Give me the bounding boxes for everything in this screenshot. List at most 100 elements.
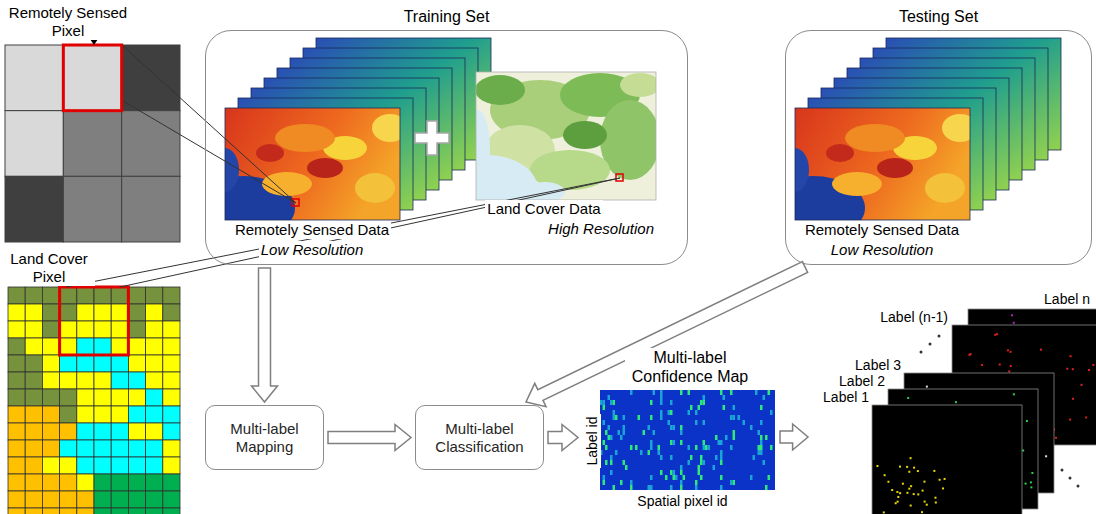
grid-cell	[5, 45, 63, 111]
grid-cell	[8, 423, 25, 440]
heatmap-cell	[670, 455, 673, 460]
label-pixel	[884, 474, 886, 476]
grid-cell	[111, 287, 128, 304]
heatmap-cell	[638, 415, 641, 420]
heatmap-cell	[743, 420, 746, 425]
heatmap-cell	[670, 470, 673, 475]
grid-cell	[25, 508, 42, 514]
heatmap-cell	[653, 390, 656, 395]
heatmap-cell	[770, 410, 773, 415]
heatmap-cell	[733, 430, 736, 435]
heatmap-cell	[660, 390, 663, 395]
grid-cell	[42, 321, 59, 338]
heatmap-cell	[765, 485, 768, 490]
grid-cell	[146, 406, 163, 423]
grid-cell	[8, 321, 25, 338]
grid-cell	[111, 338, 128, 355]
label-pixel	[999, 364, 1001, 366]
heatmap-cell	[673, 475, 676, 480]
grid-cell	[77, 474, 94, 491]
label-pixel	[942, 487, 944, 489]
heatmap-cell	[608, 395, 611, 400]
land-cover-grid-cells	[8, 287, 180, 514]
ellipsis-dot	[1069, 477, 1072, 480]
map-region	[620, 73, 656, 97]
grid-cell	[128, 474, 145, 491]
grid-cell	[122, 45, 180, 111]
heatmap-cell	[763, 460, 766, 465]
grid-cell	[94, 389, 111, 406]
ellipsis-dot	[920, 351, 923, 354]
grid-cell	[42, 457, 59, 474]
grid-cell	[111, 457, 128, 474]
leader-line	[120, 178, 620, 287]
grid-cell	[60, 491, 77, 508]
label-map-layers	[872, 309, 1096, 514]
heatmap-cell	[688, 460, 691, 465]
heatmap-cell	[765, 435, 768, 440]
location-marker	[616, 174, 623, 181]
heatmap-cell	[620, 435, 623, 440]
label-pixel	[968, 354, 970, 356]
heatmap-cell	[760, 435, 763, 440]
grid-cell	[128, 491, 145, 508]
label-pixel	[1085, 416, 1087, 418]
heatmap-cell	[610, 400, 613, 405]
heatmap-cell	[673, 440, 676, 445]
axis-label: Spatial pixel id	[635, 493, 729, 510]
grid-cell	[163, 423, 180, 440]
grid-cell	[77, 372, 94, 389]
heatmap-cell	[660, 395, 663, 400]
heatmap-cell	[648, 450, 651, 455]
grid-cell	[163, 389, 180, 406]
image-stack: Remotely Sensed DataLow Resolution	[222, 104, 402, 260]
map-region	[372, 114, 400, 142]
grid-cell	[111, 355, 128, 372]
label-pixel	[1072, 398, 1074, 400]
grid-cell	[146, 491, 163, 508]
heatmap-cell	[630, 445, 633, 450]
layer-label: Label 1	[821, 389, 871, 406]
heatmap-cell	[653, 430, 656, 435]
heatmap-cell	[680, 465, 683, 470]
label-pixel	[891, 489, 893, 491]
map-region	[262, 172, 312, 196]
heatmap-cell	[615, 450, 618, 455]
label-pixel	[1022, 450, 1024, 452]
grid-cell	[94, 304, 111, 321]
grid-cell	[94, 474, 111, 491]
heatmap-cell	[733, 405, 736, 410]
pixel-grid: Remotely Sensed Pixel	[3, 2, 183, 244]
heatmap-cell	[660, 455, 663, 460]
heatmap-cell	[720, 475, 723, 480]
grid-cell	[42, 508, 59, 514]
heatmap-cell	[683, 475, 686, 480]
grid-cell	[77, 440, 94, 457]
grid-cell	[111, 440, 128, 457]
grid-cell	[60, 474, 77, 491]
heatmap-cell	[700, 400, 703, 405]
process-label: Multi-label Classification	[422, 420, 537, 456]
heatmap-cell	[750, 425, 753, 430]
map-region	[307, 158, 343, 178]
confidence-heatmap	[600, 390, 775, 490]
label-pixel	[939, 479, 941, 481]
grid-cell	[163, 406, 180, 423]
grid-cell	[77, 304, 94, 321]
grid-cell	[60, 406, 77, 423]
map-region	[832, 172, 882, 196]
heatmap-cell	[605, 430, 608, 435]
heatmap-cell	[603, 440, 606, 445]
heatmap-cell	[630, 480, 633, 485]
grid-cell	[8, 508, 25, 514]
grid-cell	[8, 304, 25, 321]
heatmap-cell	[760, 420, 763, 425]
axis-label: Label id	[584, 414, 601, 467]
label-pixel	[933, 470, 935, 472]
heatmap-cell	[675, 475, 678, 480]
heatmap-cell	[760, 450, 763, 455]
grid-cell	[8, 457, 25, 474]
heatmap-cell	[703, 400, 706, 405]
training-set-panel: Remotely Sensed DataLow ResolutionLand C…	[205, 2, 688, 265]
heatmap-cell	[660, 470, 663, 475]
